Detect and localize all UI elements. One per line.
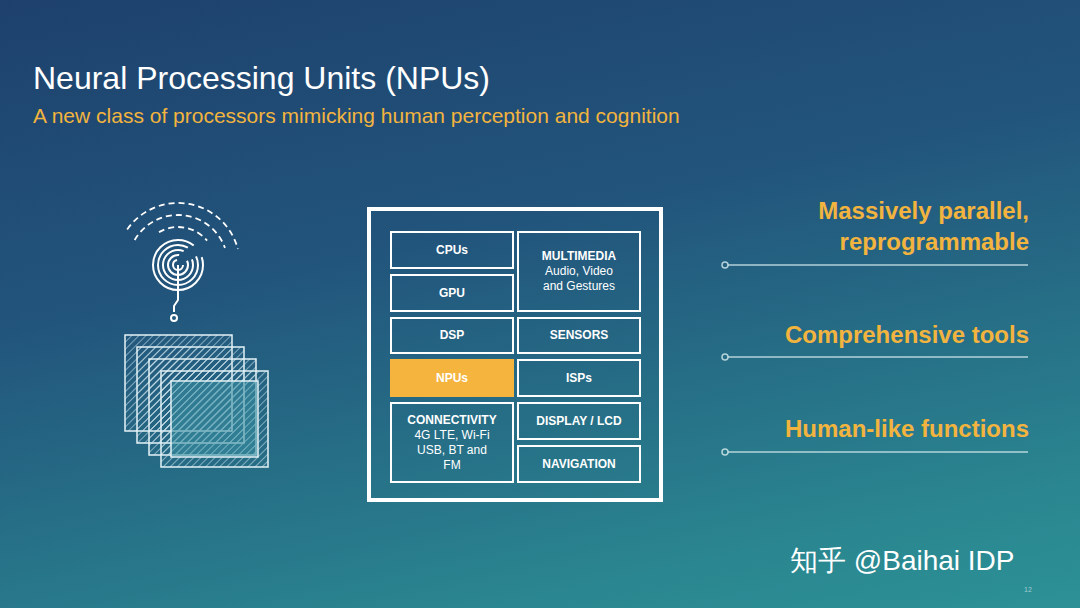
signal-arcs — [127, 203, 238, 249]
leader-line — [728, 264, 1028, 266]
layer-square — [161, 371, 268, 467]
leader-dot — [722, 449, 728, 455]
watermark: 知乎 @Baihai IDP — [790, 545, 1070, 576]
block-name: CONNECTIVITY — [407, 413, 496, 428]
soc-block-box: ISPs — [517, 359, 641, 397]
signal-arc — [135, 215, 225, 248]
soc-block-box: GPU — [390, 274, 514, 312]
block-name: CPUs — [436, 243, 468, 258]
block-name: GPU — [439, 286, 465, 301]
block-detail: Audio, Video and Gestures — [535, 264, 623, 294]
block-name: DISPLAY / LCD — [536, 414, 621, 429]
fingerprint-dot — [171, 315, 177, 321]
feature-label: Comprehensive tools — [689, 319, 1029, 350]
block-name: ISPs — [566, 371, 592, 386]
highlighted-unit-box: NPUs — [390, 359, 514, 397]
fingerprint-stem — [174, 265, 178, 312]
block-name: NAVIGATION — [542, 457, 616, 472]
block-name: SENSORS — [550, 328, 609, 343]
layer-stack-icon — [125, 335, 268, 467]
leader-dot — [722, 354, 728, 360]
feature-label: Human-like functions — [689, 413, 1029, 444]
soc-block-box: CONNECTIVITY4G LTE, Wi-Fi USB, BT and FM — [390, 402, 514, 483]
signal-arc — [127, 203, 238, 249]
slide-title: Neural Processing Units (NPUs) — [33, 60, 490, 97]
block-detail: 4G LTE, Wi-Fi USB, BT and FM — [408, 428, 496, 473]
soc-block-box: CPUs — [390, 231, 514, 269]
chip-outline — [369, 209, 661, 500]
soc-block-box: NAVIGATION — [517, 445, 641, 483]
signal-arc — [159, 227, 207, 241]
fingerprint-icon — [153, 240, 203, 321]
leader-dot — [722, 262, 728, 268]
leader-line — [728, 356, 1028, 358]
soc-block-box: DISPLAY / LCD — [517, 402, 641, 440]
block-name: MULTIMEDIA — [542, 249, 616, 264]
block-name: DSP — [440, 328, 465, 343]
leader-line — [728, 451, 1028, 453]
soc-block-box: MULTIMEDIAAudio, Video and Gestures — [517, 231, 641, 312]
block-name: NPUs — [436, 371, 468, 386]
slide-subtitle: A new class of processors mimicking huma… — [33, 104, 933, 128]
page-number: 12 — [1024, 586, 1044, 593]
soc-block-box: DSP — [390, 317, 514, 354]
layer-inner-square — [171, 381, 258, 457]
soc-block-box: SENSORS — [517, 317, 641, 354]
feature-label: Massively parallel, reprogrammable — [759, 195, 1029, 257]
